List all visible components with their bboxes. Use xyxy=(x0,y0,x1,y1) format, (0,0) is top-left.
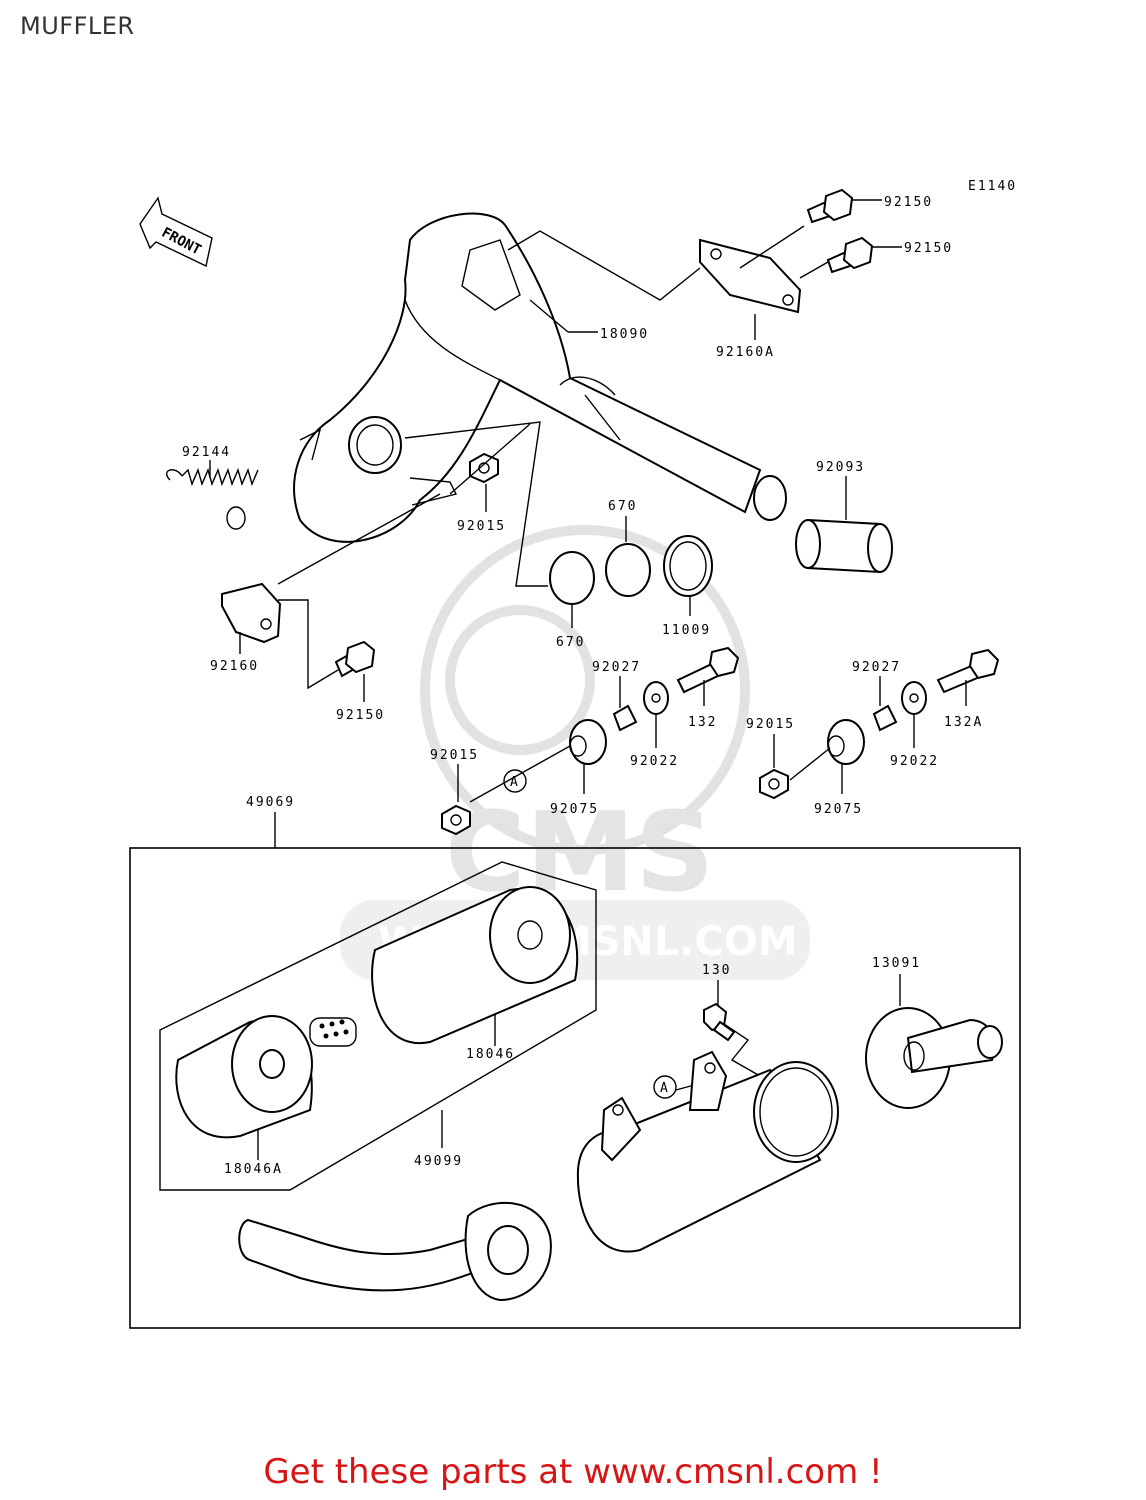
label-92150-a: 92150 xyxy=(884,195,933,210)
silencer-body xyxy=(576,1050,839,1253)
callout-a-marker-2 xyxy=(653,1075,677,1099)
packing-18046a xyxy=(175,1015,313,1139)
nut-92015-a xyxy=(469,452,499,484)
callout-a-marker-1 xyxy=(503,769,527,793)
label-92015-c: 92015 xyxy=(746,717,795,732)
label-92160: 92160 xyxy=(210,659,259,674)
label-92022-b: 92022 xyxy=(890,754,939,769)
leader-lines xyxy=(209,199,967,1160)
label-92093: 92093 xyxy=(816,460,865,475)
label-130: 130 xyxy=(702,963,731,978)
tail-pipe xyxy=(238,1202,552,1302)
callout-a-label-1: A xyxy=(510,775,520,790)
diagram-code: E1140 xyxy=(968,179,1017,194)
expansion-chamber xyxy=(293,212,787,543)
nut-92015-c xyxy=(759,768,789,800)
gasket-670-a xyxy=(549,551,595,605)
collar-92027-a xyxy=(612,704,638,732)
label-92160a: 92160A xyxy=(716,345,775,360)
label-92150-b: 92150 xyxy=(904,241,953,256)
label-49069: 49069 xyxy=(246,795,295,810)
gasket-11009 xyxy=(663,535,713,597)
label-92075-b: 92075 xyxy=(814,802,863,817)
label-92015-a: 92015 xyxy=(457,519,506,534)
nut-92015-b xyxy=(441,804,471,836)
watermark-brand: CMS xyxy=(445,788,714,916)
label-49099: 49099 xyxy=(414,1154,463,1169)
label-670-a: 670 xyxy=(556,635,585,650)
bracket-92160 xyxy=(221,582,282,644)
perforated-core-icon xyxy=(309,1017,357,1047)
label-92027-a: 92027 xyxy=(592,660,641,675)
label-92027-b: 92027 xyxy=(852,660,901,675)
label-92015-b: 92015 xyxy=(430,748,479,763)
kit-outline-49099 xyxy=(159,861,597,1191)
sleeve-92093 xyxy=(795,518,893,574)
part-labels: 92150 92150 18090 92160A 92144 92093 670… xyxy=(182,195,983,1177)
label-18046: 18046 xyxy=(466,1047,515,1062)
bolt-92150-b xyxy=(826,236,874,274)
spring-92144 xyxy=(165,467,259,530)
grommet-92075-b xyxy=(827,719,865,765)
label-18046a: 18046A xyxy=(224,1162,283,1177)
callout-a-label-2: A xyxy=(660,1081,670,1096)
washer-92022-b xyxy=(901,681,927,715)
label-92022-a: 92022 xyxy=(630,754,679,769)
bolt-132a xyxy=(936,648,1000,694)
washer-92022-a xyxy=(643,681,669,715)
label-132a: 132A xyxy=(944,715,983,730)
gasket-670-b xyxy=(605,543,651,597)
assembly-box-49069 xyxy=(129,847,1021,1329)
grommet-92075-a xyxy=(569,719,607,765)
footer-link[interactable]: Get these parts at www.cmsnl.com ! xyxy=(263,1452,883,1492)
label-132: 132 xyxy=(688,715,717,730)
label-18090: 18090 xyxy=(600,327,649,342)
label-92150-c: 92150 xyxy=(336,708,385,723)
label-11009: 11009 xyxy=(662,623,711,638)
bolt-132 xyxy=(676,646,740,694)
bolt-130 xyxy=(703,1002,736,1042)
end-cap-13091 xyxy=(865,1007,1003,1109)
label-92144: 92144 xyxy=(182,445,231,460)
label-13091: 13091 xyxy=(872,956,921,971)
page-title: MUFFLER xyxy=(20,12,135,40)
bracket-92160a xyxy=(699,238,802,314)
label-670-b: 670 xyxy=(608,499,637,514)
packing-18046 xyxy=(371,886,579,1045)
label-92075-a: 92075 xyxy=(550,802,599,817)
front-arrow-icon: FRONT xyxy=(139,196,213,268)
collar-92027-b xyxy=(872,704,898,732)
bolt-92150-a xyxy=(806,188,854,224)
bolt-92150-c xyxy=(334,640,376,678)
